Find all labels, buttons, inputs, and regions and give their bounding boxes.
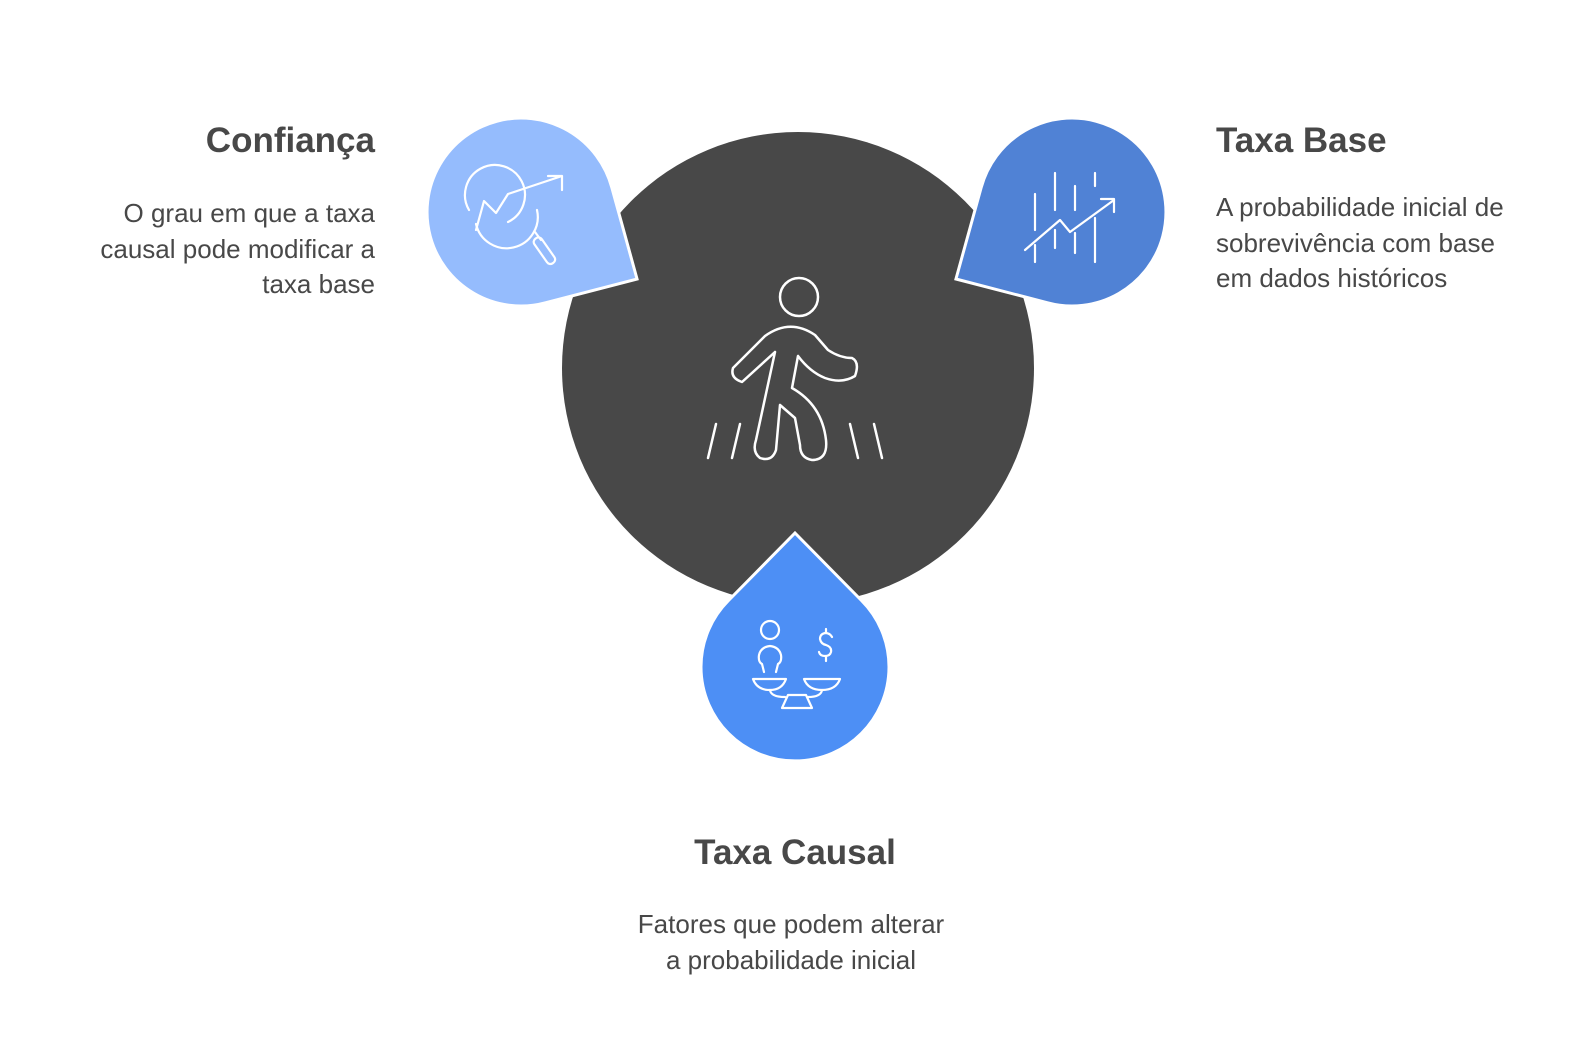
trend-chart-icon <box>1023 171 1116 264</box>
chart-magnifier-icon <box>463 163 564 266</box>
confianca-title: Confiança <box>205 121 375 160</box>
balance-scale-icon <box>751 619 842 710</box>
taxa-causal-description: Fatores que podem alterar a probabilidad… <box>637 909 945 975</box>
center-circle <box>562 132 1034 604</box>
taxa-base-drop <box>954 116 1168 308</box>
taxa-base-description: A probabilidade inicial de sobrevivência… <box>1216 192 1504 293</box>
confianca-drop <box>425 116 639 308</box>
walking-person-icon <box>706 276 884 462</box>
confianca-description: O grau em que a taxa causal pode modific… <box>100 198 375 299</box>
taxa-causal-drop <box>699 530 891 763</box>
taxa-causal-title: Taxa Causal <box>694 833 896 872</box>
taxa-base-title: Taxa Base <box>1216 121 1387 160</box>
